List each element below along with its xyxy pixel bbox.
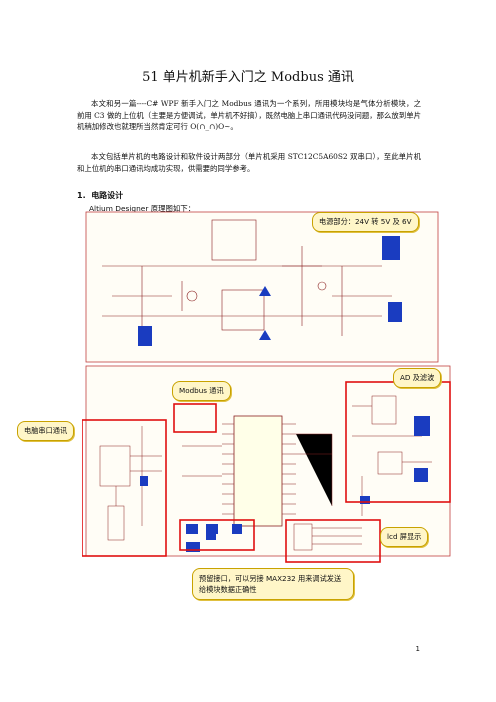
- section-heading: 1. 电路设计: [77, 190, 123, 201]
- callout-power: 电源部分：24V 转 5V 及 6V: [312, 212, 419, 232]
- callout-modbus: Modbus 通讯: [172, 381, 231, 401]
- section-title: 电路设计: [91, 191, 124, 200]
- callout-pc-serial: 电脑串口通讯: [17, 421, 75, 441]
- page-number: 1: [415, 645, 420, 653]
- schematic-caption: Altium Designer 原理图如下：: [89, 204, 196, 213]
- page-title: 51 单片机新手入门之 Modbus 通讯: [142, 70, 354, 85]
- callout-lcd: lcd 屏显示: [380, 527, 429, 547]
- callout-reserved: 预留接口，可以另接 MAX232 用来调试发送给模块数据正确性: [192, 568, 354, 600]
- intro-paragraph: 本文和另一篇----C# WPF 新手入门之 Modbus 通讯为一个系列，所用…: [77, 99, 421, 131]
- scope-paragraph: 本文包括单片机的电路设计和软件设计两部分（单片机采用 STC12C5A60S2 …: [77, 152, 421, 173]
- callout-ad: AD 及滤波: [393, 368, 442, 388]
- schematic-diagram: [82, 211, 451, 563]
- section-number: 1.: [77, 191, 86, 200]
